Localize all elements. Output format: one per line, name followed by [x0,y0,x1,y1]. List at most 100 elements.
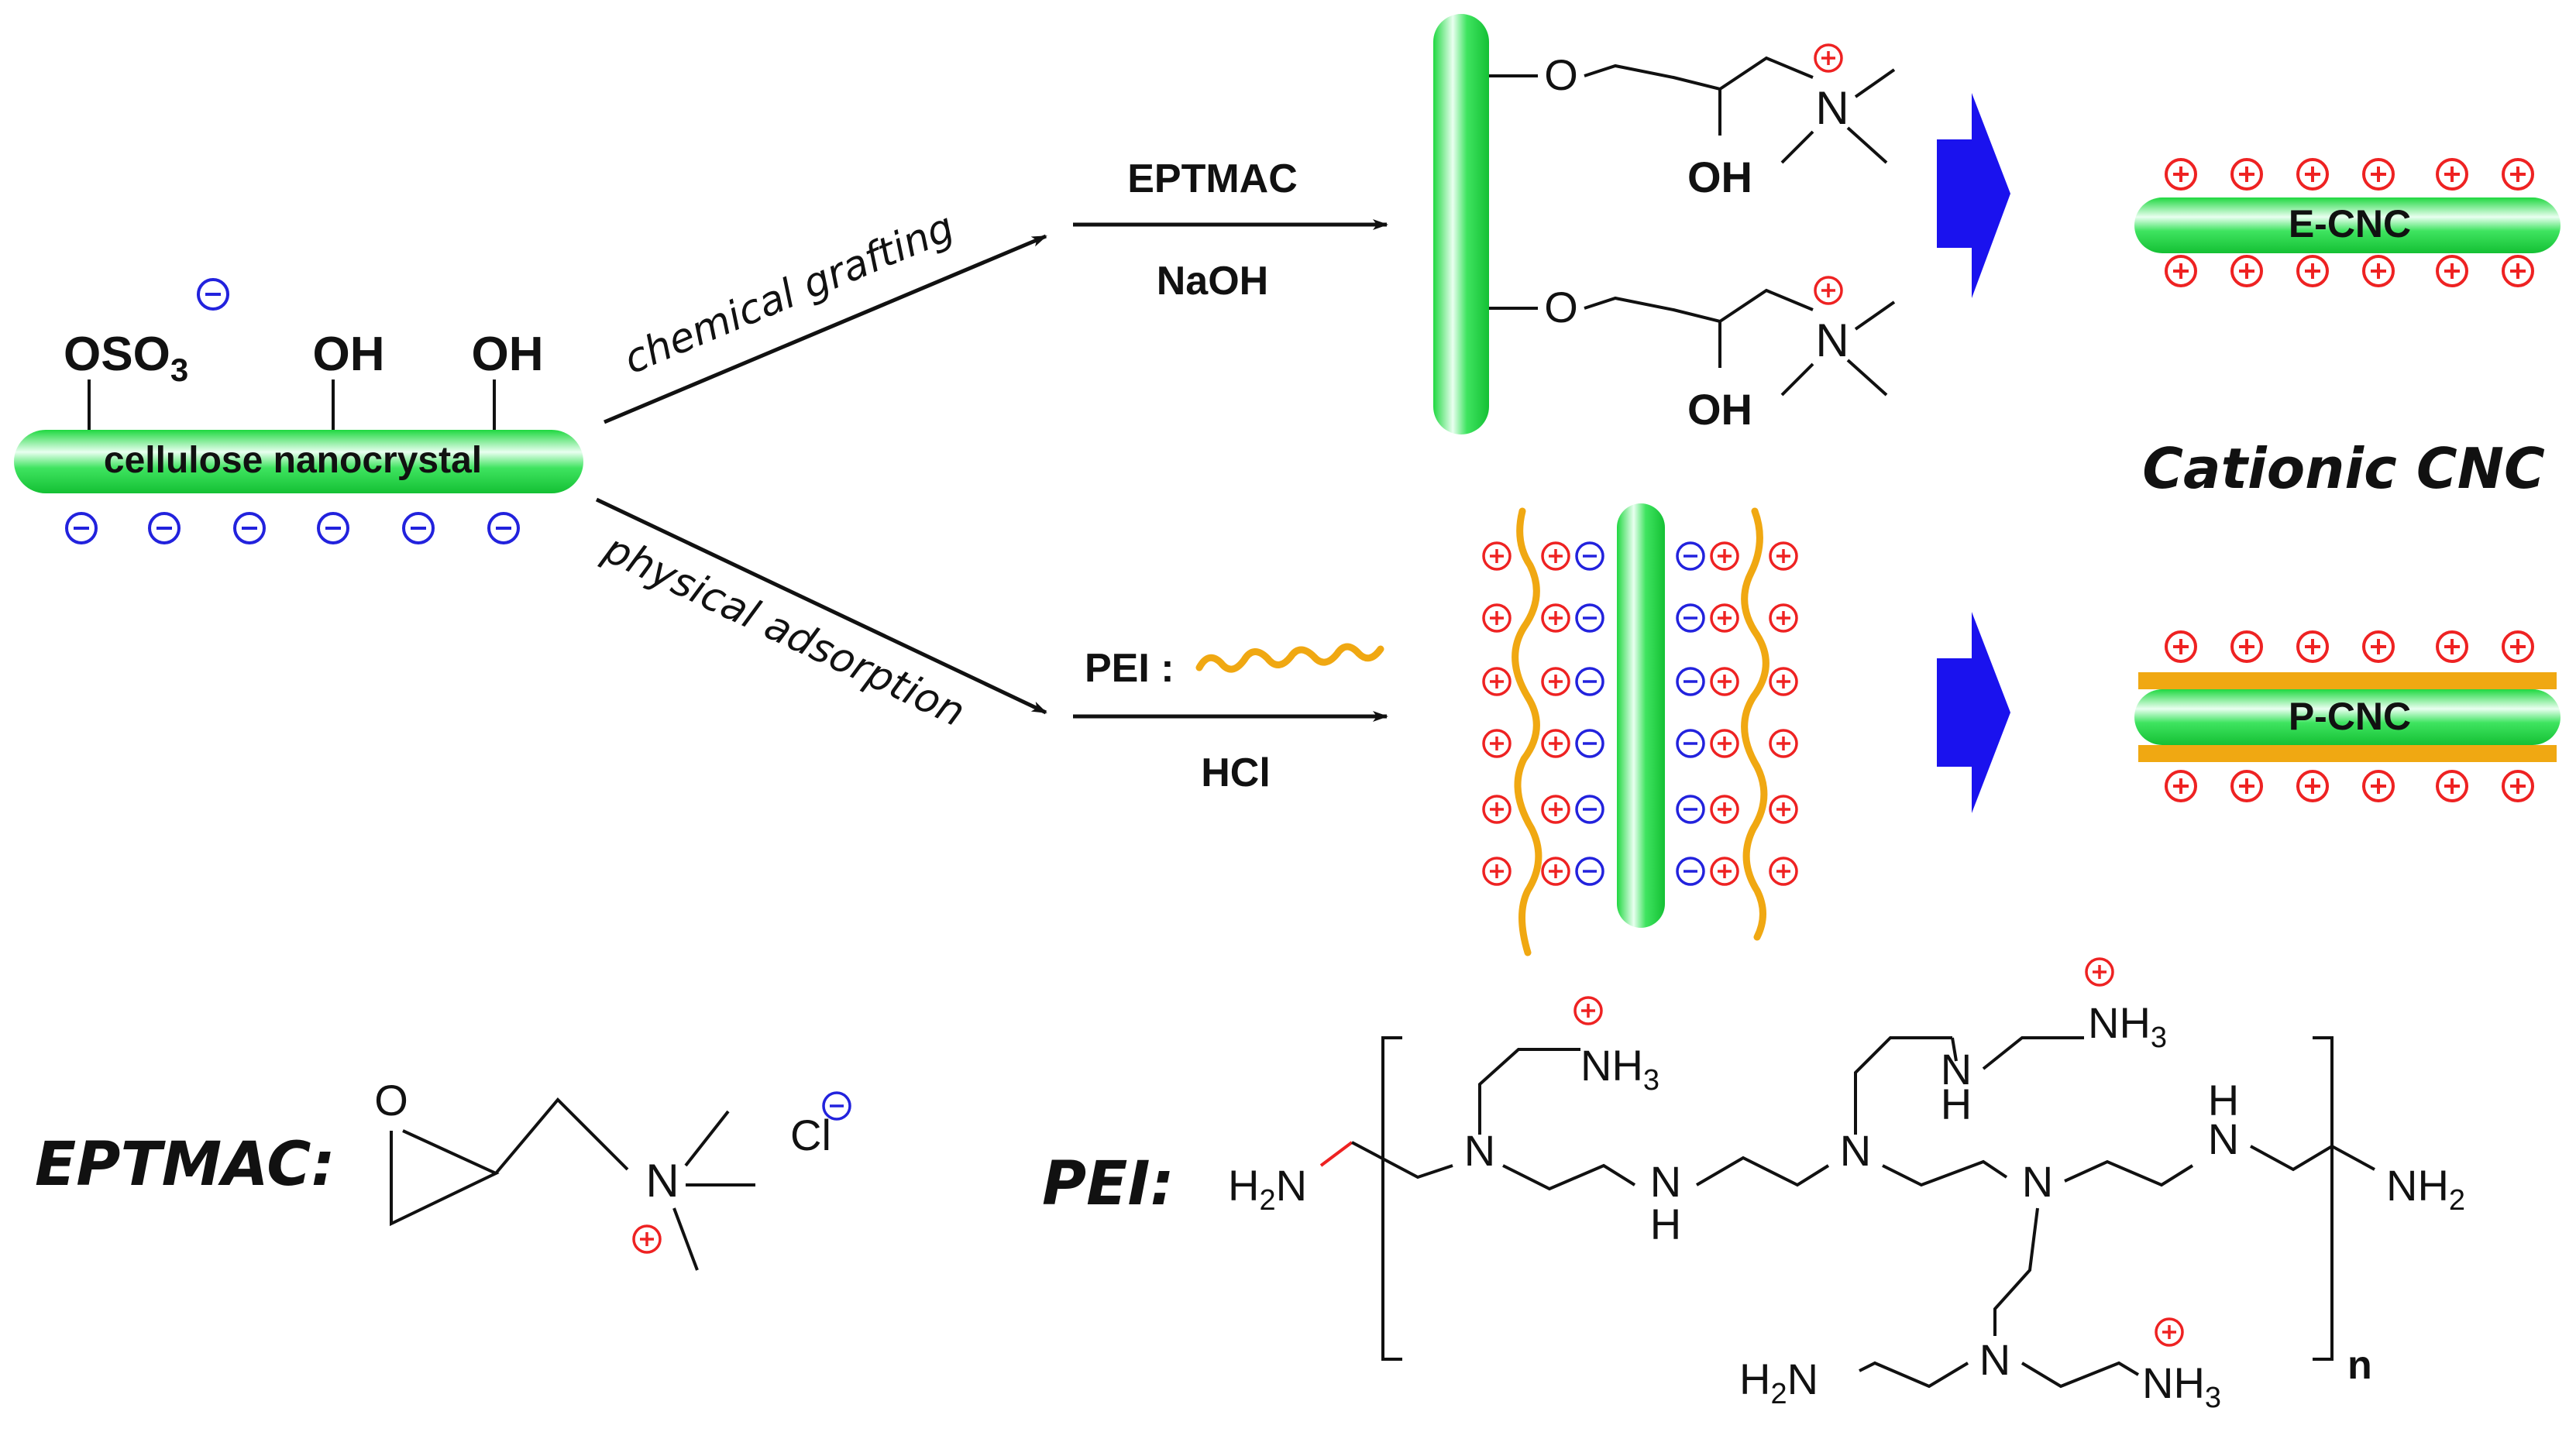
plus-charge-icon [2502,770,2534,802]
pei-branch-3 [1993,1207,2039,1336]
p-cnc-coating-bottom [2138,745,2557,762]
grafted-rod [1433,14,1489,434]
ammonium-charge-icon [1814,43,1843,73]
ammonium-nitrogen: N [1815,82,1849,134]
e-cnc-product: E-CNC [2134,158,2561,287]
plus-charge-icon [1769,541,1798,571]
plus-charge-icon [1482,795,1512,824]
e-cnc-label: E-CNC [2289,202,2411,246]
plus-charge-icon [2230,630,2263,663]
repeat-count: n [2347,1343,2372,1388]
plus-charge-icon [2230,770,2263,802]
plus-charge-icon [1710,541,1739,571]
plus-charge-icon [1541,667,1570,696]
route-arrow-top [604,234,1047,424]
cationic-cnc-label: Cationic CNC [2142,436,2545,501]
minus-charge-icon [1575,541,1604,571]
plus-charge-icon [2165,255,2197,287]
plus-charge-icon [2165,158,2197,191]
ether-oxygen: O [1544,283,1578,331]
plus-charge-icon [1541,541,1570,571]
plus-charge-icon [2362,255,2395,287]
plus-charge-icon [2165,770,2197,802]
plus-charge-icon [2296,255,2329,287]
plus-charge-icon [2436,770,2468,802]
eptmac-title: EPTMAC: [35,1130,335,1200]
oh-label-1: OH [313,328,385,381]
minus-charge-icon [1676,729,1705,758]
pei-chain-right [1741,507,1769,941]
naoh-reagent: NaOH [1157,259,1268,304]
nh3-2: NH3 [2088,998,2167,1054]
minus-charge-icon [1676,857,1705,886]
repeat-bracket-right [2313,1036,2334,1361]
h2n-end: H2N [1228,1161,1307,1217]
plus-charge-icon [1710,795,1739,824]
plus-charge-icon [1769,603,1798,633]
graft-chain-upper: O OH N [1489,43,1896,201]
terminal-bond-red [1319,1141,1353,1167]
methyl-bond [684,1110,730,1167]
plus-charge-icon [2230,158,2263,191]
pei-reagent: PEI : [1085,646,1175,691]
pei-n-4: N [1979,1335,2010,1384]
minus-charge-icon [487,512,520,544]
plus-charge-icon [1541,603,1570,633]
pei-backbone [2250,1144,2375,1172]
plus-charge-icon [2362,158,2395,191]
cnc-rod-label: cellulose nanocrystal [104,440,482,481]
plus-charge-icon [2296,158,2329,191]
plus-charge-icon [2362,770,2395,802]
plus-charge-icon [1482,541,1512,571]
plus-charge-icon [2230,255,2263,287]
eptmac-reagent: EPTMAC [1127,156,1298,201]
hydroxyl-label: OH [1687,153,1752,201]
pei-backbone [1695,1156,1830,1187]
nh3-charge-icon [2085,957,2114,987]
p-cnc-rod [2134,689,2561,745]
pei-coated-cnc [1482,503,1798,956]
minus-charge-icon [1676,667,1705,696]
plus-charge-icon [2362,630,2395,663]
repeat-bracket-left [1381,1036,1402,1361]
minus-charge-icon [1575,729,1604,758]
pei-backbone [1882,1159,2008,1187]
eptmac-charge-icon [632,1224,662,1254]
minus-charge-icon [1676,603,1705,633]
h2n-branch: H2N [1739,1355,1818,1410]
oh-label-2: OH [472,328,544,381]
methyl-bond [672,1207,699,1271]
p-cnc-coating-top [2138,672,2557,689]
plus-charge-icon [1482,603,1512,633]
plus-charge-icon [1710,667,1739,696]
nh3-1: NH3 [1580,1041,1659,1097]
minus-charge-icon [233,512,266,544]
plus-charge-icon [1541,857,1570,886]
p-cnc-product: P-CNC [2134,630,2561,802]
plus-charge-icon [2502,158,2534,191]
sulfate-charge-icon [197,278,229,311]
plus-charge-icon [1769,667,1798,696]
eptmac-structure: EPTMAC: O N Cl [35,1076,851,1271]
block-arrow-bottom [1937,612,2010,813]
pei-structure: PEI: n H2N N N H N N H N NH2 NH3 N H NH3 [1042,957,2465,1414]
pei-nh-2-n: N [2208,1114,2239,1163]
e-cnc-rod [2134,197,2561,253]
pei-title: PEI: [1042,1149,1175,1219]
plus-charge-icon [1541,795,1570,824]
plus-charge-icon [2436,630,2468,663]
negative-charges-row [65,512,520,544]
cnc-rod [14,430,583,493]
pei-branch-2 [1854,1036,1952,1135]
pei-nh-1-n: N [1650,1157,1681,1206]
block-arrow-top [1937,93,2010,298]
plus-charge-icon [1710,729,1739,758]
pei-chain-icon [1195,643,1384,673]
pei-backbone [1502,1163,1636,1191]
plus-charge-icon [1541,729,1570,758]
minus-charge-icon [1575,603,1604,633]
minus-charge-icon [1575,795,1604,824]
pei-branch-2b [1951,1037,1958,1062]
route-arrows: chemical grafting physical adsorption EP… [595,156,1388,795]
